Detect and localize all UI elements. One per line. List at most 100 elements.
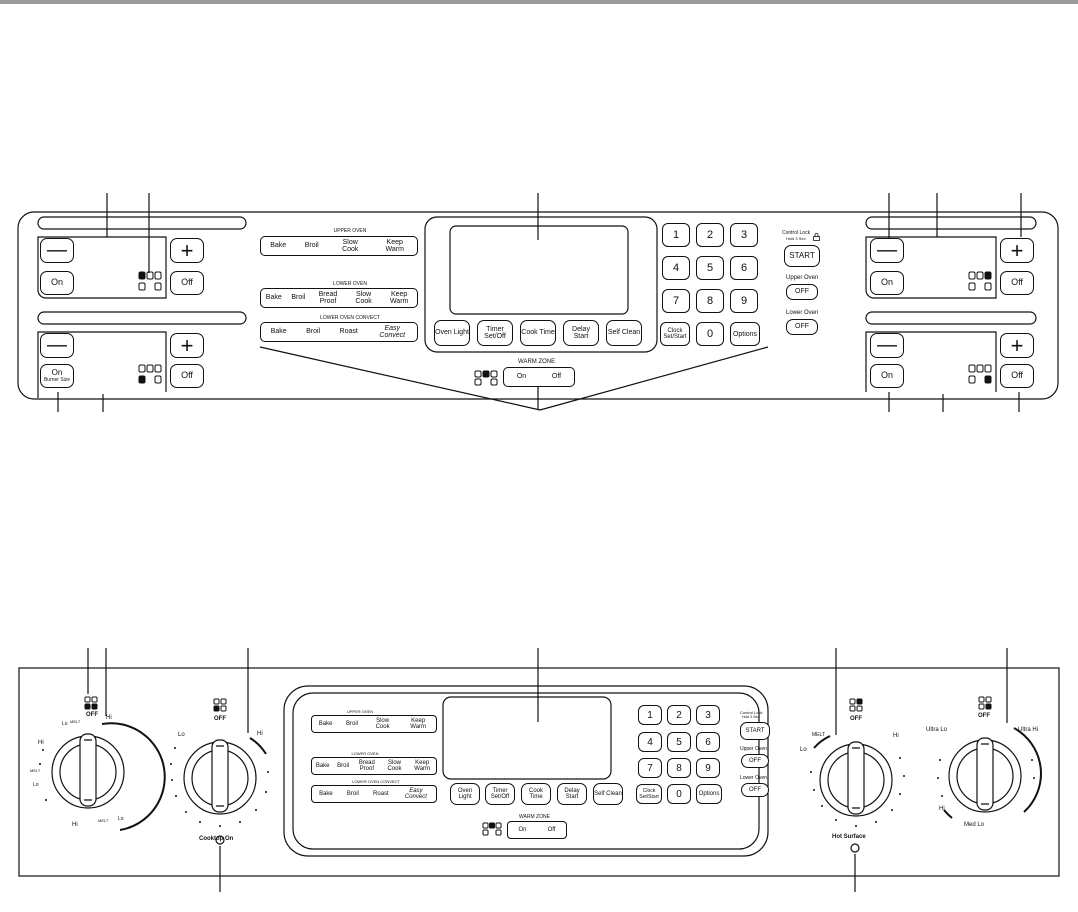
oven-light-button[interactable]: Oven Light <box>434 320 470 346</box>
lock-icon <box>813 233 820 241</box>
bottom-keypad-4[interactable]: 4 <box>638 732 662 752</box>
bottom-warm-zone-off-button[interactable]: Off <box>547 826 556 833</box>
bottom-upper-slow-cook-button[interactable]: Slow Cook <box>375 717 390 730</box>
bottom-convect-roast-button[interactable]: Roast <box>373 790 389 797</box>
options-button[interactable]: Options <box>730 322 760 346</box>
right-rear-on-button[interactable]: On <box>870 271 904 295</box>
bottom-keypad-0[interactable]: 0 <box>667 784 691 804</box>
convect-roast-button[interactable]: Roast <box>339 328 358 336</box>
upper-oven-off-button[interactable]: OFF <box>786 284 818 300</box>
lower-slow-cook-button[interactable]: Slow Cook <box>355 290 372 305</box>
left-rear-minus-button[interactable]: — <box>40 238 74 263</box>
bottom-keypad-2[interactable]: 2 <box>667 705 691 725</box>
knob-1-hi-small-label: Hi <box>38 740 44 746</box>
keypad-1[interactable]: 1 <box>662 223 690 247</box>
bottom-convect-bake-button[interactable]: Bake <box>319 790 333 797</box>
warm-zone-button-group: On Off <box>503 367 575 387</box>
bottom-upper-keep-warm-button[interactable]: Keep Warm <box>410 717 427 730</box>
lower-bake-button[interactable]: Bake <box>265 294 282 302</box>
lower-oven-off-button[interactable]: OFF <box>786 319 818 335</box>
knob-1-location-icon <box>84 696 98 710</box>
warm-zone-on-button[interactable]: On <box>516 373 527 381</box>
bottom-control-lock-label: Control Lock <box>740 710 763 715</box>
bottom-keypad-7[interactable]: 7 <box>638 758 662 778</box>
right-rear-minus-button[interactable]: — <box>870 238 904 263</box>
bottom-clock-button[interactable]: Clock Set/Start <box>636 784 662 804</box>
right-front-off-button[interactable]: Off <box>1000 364 1034 388</box>
bottom-upper-broil-button[interactable]: Broil <box>346 720 359 727</box>
keypad-7[interactable]: 7 <box>662 289 690 313</box>
timer-button[interactable]: Timer Set/Off <box>477 320 513 346</box>
self-clean-button[interactable]: Self Clean <box>606 320 642 346</box>
keypad-6[interactable]: 6 <box>730 256 758 280</box>
keypad-2[interactable]: 2 <box>696 223 724 247</box>
bottom-keypad-5[interactable]: 5 <box>667 732 691 752</box>
bottom-lower-keep-warm-button[interactable]: Keep Warm <box>414 759 431 772</box>
start-button[interactable]: START <box>784 245 820 267</box>
knob-1-off-label: OFF <box>86 712 98 718</box>
right-front-on-button[interactable]: On <box>870 364 904 388</box>
knob-1-ring <box>51 722 166 831</box>
left-rear-off-button[interactable]: Off <box>170 271 204 295</box>
bottom-keypad-6[interactable]: 6 <box>696 732 720 752</box>
upper-bake-button[interactable]: Bake <box>270 242 287 250</box>
upper-keep-warm-button[interactable]: Keep Warm <box>385 238 404 253</box>
left-rear-on-button[interactable]: On <box>40 271 74 295</box>
bottom-keypad-3[interactable]: 3 <box>696 705 720 725</box>
lower-bread-proof-button[interactable]: Bread Proof <box>318 290 338 305</box>
lower-keep-warm-button[interactable]: Keep Warm <box>389 290 409 305</box>
bottom-keypad-1[interactable]: 1 <box>638 705 662 725</box>
bottom-oven-light-button[interactable]: Oven Light <box>450 783 480 805</box>
bottom-timer-button[interactable]: Timer Set/Off <box>485 783 515 805</box>
keypad-4[interactable]: 4 <box>662 256 690 280</box>
bottom-cook-time-button[interactable]: Cook Time <box>521 783 551 805</box>
convect-broil-button[interactable]: Broil <box>306 328 321 336</box>
bottom-upper-oven-off-button[interactable]: OFF <box>741 754 769 768</box>
bottom-convect-broil-button[interactable]: Broil <box>346 790 359 797</box>
knob-3-lo-label: Lo <box>800 747 807 753</box>
keypad-5[interactable]: 5 <box>696 256 724 280</box>
left-front-on-burner-size-button[interactable]: On Burner Size <box>40 364 74 388</box>
keypad-8[interactable]: 8 <box>696 289 724 313</box>
bottom-lower-bake-button[interactable]: Bake <box>315 762 330 769</box>
right-front-minus-button[interactable]: — <box>870 333 904 358</box>
bottom-self-clean-button[interactable]: Self Clean <box>593 783 623 805</box>
right-rear-plus-button[interactable]: + <box>1000 238 1034 263</box>
bottom-lower-slow-cook-button[interactable]: Slow Cook <box>387 759 402 772</box>
bottom-lower-bread-proof-button[interactable]: Bread Proof <box>358 759 375 772</box>
delay-start-button[interactable]: Delay Start <box>563 320 599 346</box>
knob-2-ring <box>183 737 267 815</box>
bottom-upper-oven-title: UPPER OVEN <box>346 709 374 714</box>
bottom-upper-bake-button[interactable]: Bake <box>318 720 333 727</box>
clock-button[interactable]: Clock Set/Start <box>660 322 690 346</box>
control-lock-hold-label: Hold 3 Sec <box>786 236 806 241</box>
upper-broil-button[interactable]: Broil <box>304 242 319 250</box>
keypad-9[interactable]: 9 <box>730 289 758 313</box>
knob-3-melt-label: MELT <box>812 732 825 738</box>
bottom-lower-oven-off-button[interactable]: OFF <box>741 783 769 797</box>
left-rear-plus-button[interactable]: + <box>170 238 204 263</box>
convect-bake-button[interactable]: Bake <box>270 328 287 336</box>
bottom-easy-convect-button[interactable]: Easy Convect <box>404 787 427 800</box>
cook-time-button[interactable]: Cook Time <box>520 320 556 346</box>
left-front-minus-button[interactable]: — <box>40 333 74 358</box>
easy-convect-button[interactable]: Easy Convect <box>379 324 406 339</box>
right-front-plus-button[interactable]: + <box>1000 333 1034 358</box>
bottom-warm-zone-on-button[interactable]: On <box>518 826 527 833</box>
upper-slow-cook-button[interactable]: Slow Cook <box>342 238 359 253</box>
warm-zone-off-button[interactable]: Off <box>551 373 562 381</box>
bottom-keypad-9[interactable]: 9 <box>696 758 720 778</box>
bottom-start-button[interactable]: START <box>740 722 770 740</box>
bottom-options-button[interactable]: Options <box>696 784 722 804</box>
left-front-plus-button[interactable]: + <box>170 333 204 358</box>
left-front-off-button[interactable]: Off <box>170 364 204 388</box>
lower-broil-button[interactable]: Broil <box>291 294 306 302</box>
bottom-delay-start-button[interactable]: Delay Start <box>557 783 587 805</box>
bottom-lower-broil-button[interactable]: Broil <box>337 762 350 769</box>
right-rear-off-button[interactable]: Off <box>1000 271 1034 295</box>
keypad-0[interactable]: 0 <box>696 322 724 346</box>
control-lock-label: Control Lock <box>782 230 811 236</box>
bottom-keypad-8[interactable]: 8 <box>667 758 691 778</box>
keypad-3[interactable]: 3 <box>730 223 758 247</box>
